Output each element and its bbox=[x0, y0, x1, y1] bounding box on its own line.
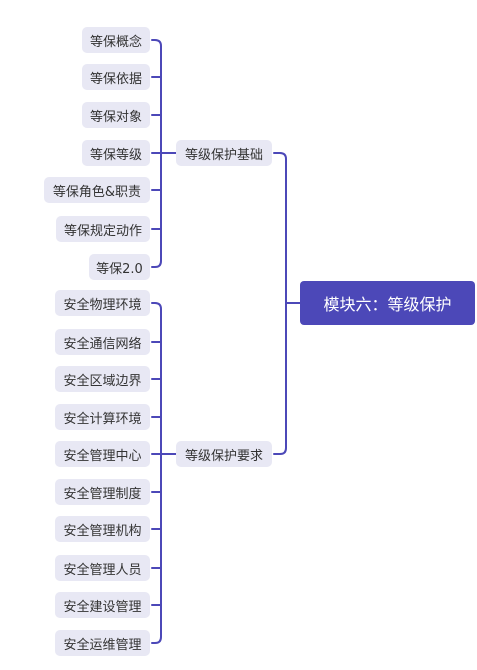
leaf-label: 安全管理中心 bbox=[63, 448, 142, 464]
leaf-label: 等保规定动作 bbox=[63, 223, 142, 239]
leaf-node[interactable]: 等保角色&职责 bbox=[44, 177, 150, 203]
leaf-node[interactable]: 安全管理制度 bbox=[55, 479, 150, 505]
leaf-node[interactable]: 等保等级 bbox=[82, 140, 150, 166]
leaf-node[interactable]: 安全管理人员 bbox=[55, 555, 150, 581]
leaf-label: 安全运维管理 bbox=[63, 637, 142, 653]
leaf-label: 等保2.0 bbox=[96, 261, 143, 277]
branch-label: 等级保护基础 bbox=[184, 147, 263, 163]
leaf-node[interactable]: 安全运维管理 bbox=[55, 630, 150, 656]
leaf-label: 安全物理环境 bbox=[63, 297, 142, 313]
leaf-node[interactable]: 安全建设管理 bbox=[55, 592, 150, 618]
leaf-node[interactable]: 等保依据 bbox=[82, 64, 150, 90]
leaf-node[interactable]: 安全管理中心 bbox=[55, 441, 150, 467]
leaf-label: 等保对象 bbox=[89, 109, 142, 125]
leaf-label: 安全管理机构 bbox=[63, 523, 142, 539]
leaf-label: 安全建设管理 bbox=[63, 599, 142, 615]
leaf-node[interactable]: 安全管理机构 bbox=[55, 516, 150, 542]
leaf-label: 安全管理人员 bbox=[63, 562, 142, 578]
branch-node-requirements[interactable]: 等级保护要求 bbox=[176, 441, 272, 467]
leaf-node[interactable]: 安全计算环境 bbox=[55, 404, 150, 430]
leaf-node[interactable]: 等保概念 bbox=[82, 27, 150, 53]
leaf-label: 等保角色&职责 bbox=[52, 184, 142, 200]
branch-node-basics[interactable]: 等级保护基础 bbox=[176, 140, 272, 166]
leaf-node[interactable]: 安全通信网络 bbox=[55, 329, 150, 355]
root-bracket bbox=[273, 152, 287, 455]
leaf-label: 等保依据 bbox=[89, 71, 142, 87]
leaf-node[interactable]: 等保2.0 bbox=[89, 254, 150, 280]
root-node[interactable]: 模块六：等级保护 bbox=[300, 281, 475, 325]
leaf-label: 安全通信网络 bbox=[63, 336, 142, 352]
leaf-label: 等保概念 bbox=[89, 34, 142, 50]
branch-label: 等级保护要求 bbox=[184, 448, 263, 464]
leaf-label: 安全区域边界 bbox=[63, 373, 142, 389]
leaf-node[interactable]: 安全物理环境 bbox=[55, 290, 150, 316]
leaf-node[interactable]: 安全区域边界 bbox=[55, 366, 150, 392]
leaf-label: 安全计算环境 bbox=[63, 411, 142, 427]
leaf-label: 安全管理制度 bbox=[63, 486, 142, 502]
branch1-bracket bbox=[151, 302, 162, 644]
root-label: 模块六：等级保护 bbox=[323, 295, 452, 314]
leaf-node[interactable]: 等保对象 bbox=[82, 102, 150, 128]
leaf-node[interactable]: 等保规定动作 bbox=[56, 216, 150, 242]
leaf-label: 等保等级 bbox=[89, 147, 142, 163]
